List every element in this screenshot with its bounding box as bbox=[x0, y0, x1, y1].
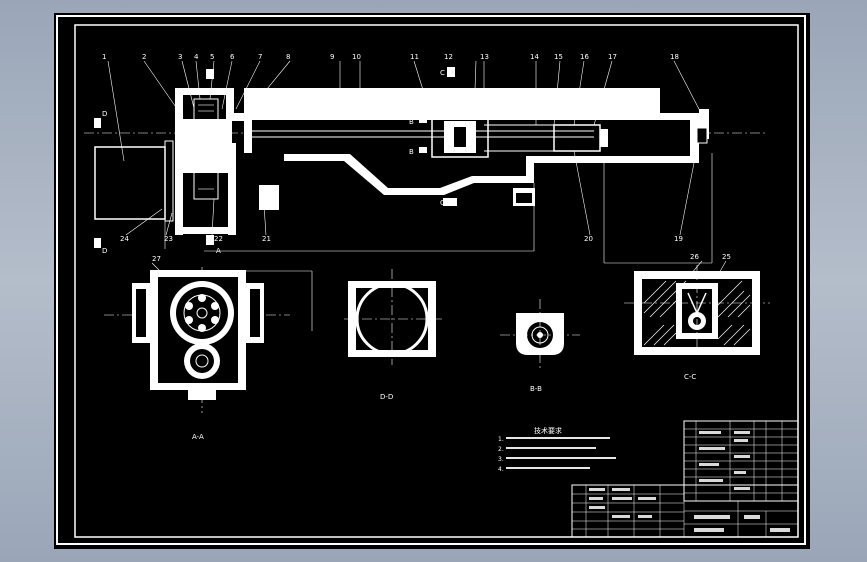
section-view-c-c: C-C bbox=[624, 265, 770, 381]
c-c-hatch bbox=[643, 280, 751, 346]
part-label-14: 14 bbox=[530, 53, 539, 61]
part-label-16: 16 bbox=[580, 53, 589, 61]
note-2: 2. bbox=[498, 446, 504, 453]
outer-border bbox=[56, 15, 806, 545]
main-section-view: D D B B C C A bbox=[84, 67, 766, 264]
inner-border bbox=[74, 24, 799, 538]
section-view-b-b: B-B bbox=[500, 299, 580, 393]
mark-b-top-label: B bbox=[409, 118, 414, 126]
drive-gear bbox=[193, 98, 219, 156]
part-label-13: 13 bbox=[480, 53, 489, 61]
housing-left-wall bbox=[175, 95, 183, 235]
parts-list-table bbox=[683, 420, 799, 502]
section-mark-c-top bbox=[447, 67, 455, 77]
housing-bottom bbox=[175, 227, 235, 234]
mark-d-bottom-label: D bbox=[102, 247, 107, 255]
part-label-2: 2 bbox=[142, 53, 146, 61]
part-label-12: 12 bbox=[444, 53, 453, 61]
part-label-27: 27 bbox=[152, 255, 161, 263]
cad-viewport[interactable]: D D B B C C A 1 bbox=[54, 13, 810, 549]
a-a-bolt-circle bbox=[185, 294, 219, 332]
section-mark-d-bottom bbox=[94, 238, 101, 248]
mark-c-lower bbox=[443, 198, 457, 206]
tube-end-cap bbox=[699, 109, 709, 139]
part-label-6: 6 bbox=[230, 53, 235, 61]
part-label-10: 10 bbox=[352, 53, 361, 61]
housing-upper bbox=[175, 88, 660, 173]
part-label-24: 24 bbox=[120, 235, 129, 243]
view-label-a-a: A-A bbox=[192, 433, 204, 441]
part-label-23: 23 bbox=[164, 235, 173, 243]
a-a-base bbox=[188, 390, 216, 400]
bracket-21 bbox=[259, 185, 279, 210]
part-labels: 1 2 3 4 5 6 7 8 9 10 11 12 13 14 15 16 1… bbox=[102, 53, 731, 263]
mark-c-bottom-label: C bbox=[440, 199, 445, 207]
mark-d-top-label: D bbox=[102, 110, 107, 118]
part-label-3: 3 bbox=[178, 53, 182, 61]
view-label-c-c: C-C bbox=[684, 373, 696, 381]
motor-flange bbox=[164, 140, 174, 222]
housing-right-wall bbox=[228, 143, 236, 235]
note-3: 3. bbox=[498, 456, 504, 463]
part-label-17: 17 bbox=[608, 53, 617, 61]
part-label-20: 20 bbox=[584, 235, 593, 243]
part-label-21: 21 bbox=[262, 235, 271, 243]
mark-c-top-label: C bbox=[440, 69, 445, 77]
nut-carriage bbox=[431, 116, 489, 158]
section-mark-b-top bbox=[419, 117, 427, 123]
mark-a-label: A bbox=[216, 247, 221, 255]
view-label-b-b: B-B bbox=[530, 385, 542, 393]
part-label-15: 15 bbox=[554, 53, 563, 61]
part-label-4: 4 bbox=[194, 53, 199, 61]
part-label-18: 18 bbox=[670, 53, 679, 61]
part-label-26: 26 bbox=[690, 253, 699, 261]
technical-notes: 技术要求 1. 2. 3. 4. bbox=[498, 426, 616, 473]
view-label-d-d: D-D bbox=[380, 393, 393, 401]
motor bbox=[94, 146, 166, 220]
upper-sleeve bbox=[401, 90, 659, 112]
section-mark-a-bottom bbox=[206, 235, 214, 245]
upper-sleeve-hatch bbox=[405, 91, 653, 111]
part-label-7: 7 bbox=[258, 53, 262, 61]
part-label-22: 22 bbox=[214, 235, 223, 243]
rod-tip bbox=[600, 129, 608, 147]
section-mark-d-top bbox=[94, 118, 101, 128]
part-label-11: 11 bbox=[410, 53, 419, 61]
nut-bore bbox=[454, 127, 466, 147]
part-label-9: 9 bbox=[330, 53, 334, 61]
note-4: 4. bbox=[498, 466, 504, 473]
notes-title: 技术要求 bbox=[534, 426, 562, 435]
part-label-8: 8 bbox=[286, 53, 290, 61]
section-view-a-a: A-A bbox=[104, 267, 313, 441]
note-1: 1. bbox=[498, 436, 504, 443]
part-label-5: 5 bbox=[210, 53, 214, 61]
section-mark-b-bottom bbox=[419, 147, 427, 153]
driven-gear bbox=[193, 158, 219, 200]
section-mark-a-top bbox=[206, 69, 214, 79]
leader-lines bbox=[107, 60, 727, 276]
title-block bbox=[571, 484, 799, 538]
mark-b-bottom-label: B bbox=[409, 148, 414, 156]
part-label-1: 1 bbox=[102, 53, 106, 61]
tube-end-plug bbox=[696, 127, 708, 144]
part-label-25: 25 bbox=[722, 253, 731, 261]
section-view-d-d: D-D bbox=[344, 269, 442, 401]
assembly-drawing: D D B B C C A 1 bbox=[56, 15, 806, 545]
part-label-19: 19 bbox=[674, 235, 683, 243]
